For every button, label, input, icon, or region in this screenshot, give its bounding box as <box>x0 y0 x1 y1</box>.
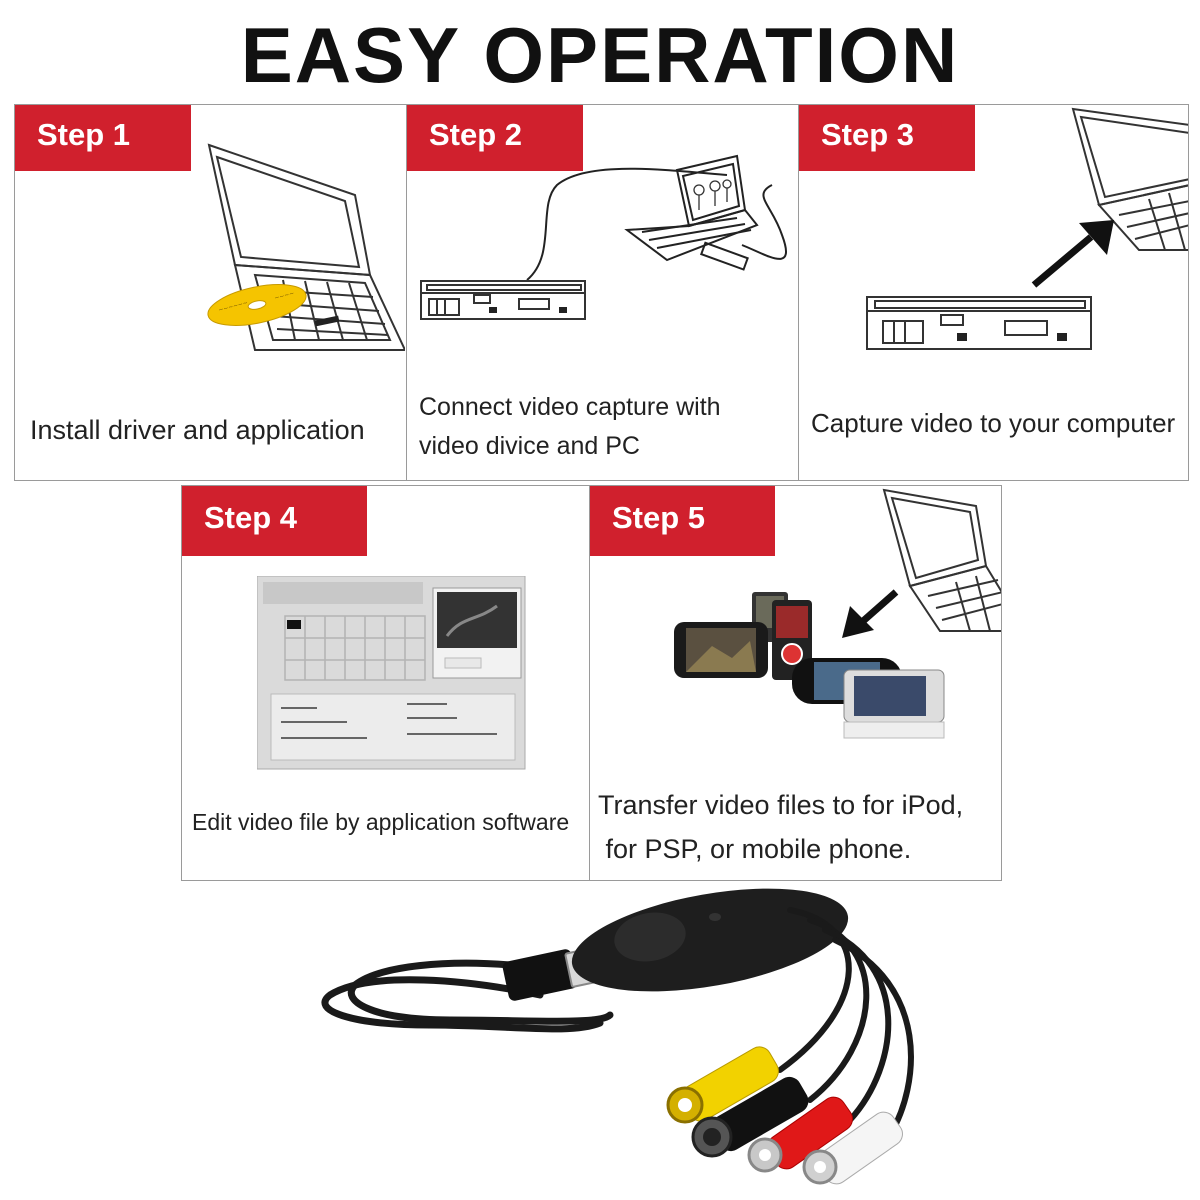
arrow-icon <box>842 589 899 638</box>
step-1-label: Step 1 <box>15 105 191 171</box>
step-1-panel: Step 1 ~~~~~~ ~~~~ Install driver and ap… <box>14 104 407 481</box>
step-5-caption-line-2: for PSP, or mobile phone. <box>598 834 912 864</box>
step-3-label: Step 3 <box>799 105 975 171</box>
step-4-panel: Step 4 Edit video file by application so… <box>181 485 590 881</box>
step-2-caption-line-2: video divice and PC <box>419 432 640 460</box>
rca-white-plug-icon <box>802 1111 903 1185</box>
software-window-icon <box>257 576 526 770</box>
svideo-plug-icon <box>691 1076 809 1158</box>
step-5-caption-line-1: Transfer video files to for iPod, <box>598 790 964 820</box>
step-3-caption: Capture video to your computer <box>811 408 1176 438</box>
rca-red-plug-icon <box>747 1096 853 1173</box>
rca-yellow-plug-icon <box>666 1046 779 1124</box>
step-2-label: Step 2 <box>407 105 583 171</box>
arrow-icon <box>1031 220 1114 288</box>
laptop-icon <box>207 143 405 351</box>
step-2-caption-line-1: Connect video capture with <box>419 393 721 421</box>
vcr-icon <box>420 280 586 320</box>
step-5-label: Step 5 <box>590 486 775 556</box>
laptop-icon <box>624 154 759 262</box>
laptop-icon <box>1071 107 1188 251</box>
usb-capture-device-icon <box>321 888 914 1185</box>
svg-text:~~~~: ~~~~ <box>274 290 295 302</box>
step-4-caption: Edit video file by application software <box>192 809 570 835</box>
vcr-icon <box>866 296 1092 350</box>
media-devices-icon <box>674 592 945 739</box>
step-1-caption: Install driver and application <box>30 415 365 445</box>
laptop-icon <box>882 488 1001 632</box>
step-5-panel: Step 5 Transfer video files to for iPod,… <box>589 485 1002 881</box>
capture-cable-icon <box>526 167 788 281</box>
page-title: EASY OPERATION <box>240 11 960 99</box>
step-3-panel: Step 3 Capture video to your computer <box>798 104 1189 481</box>
step-4-label: Step 4 <box>182 486 367 556</box>
step-2-panel: Step 2 Connect video capture with vid <box>406 104 799 481</box>
cd-disc-icon: ~~~~~~ ~~~~ <box>207 284 307 326</box>
